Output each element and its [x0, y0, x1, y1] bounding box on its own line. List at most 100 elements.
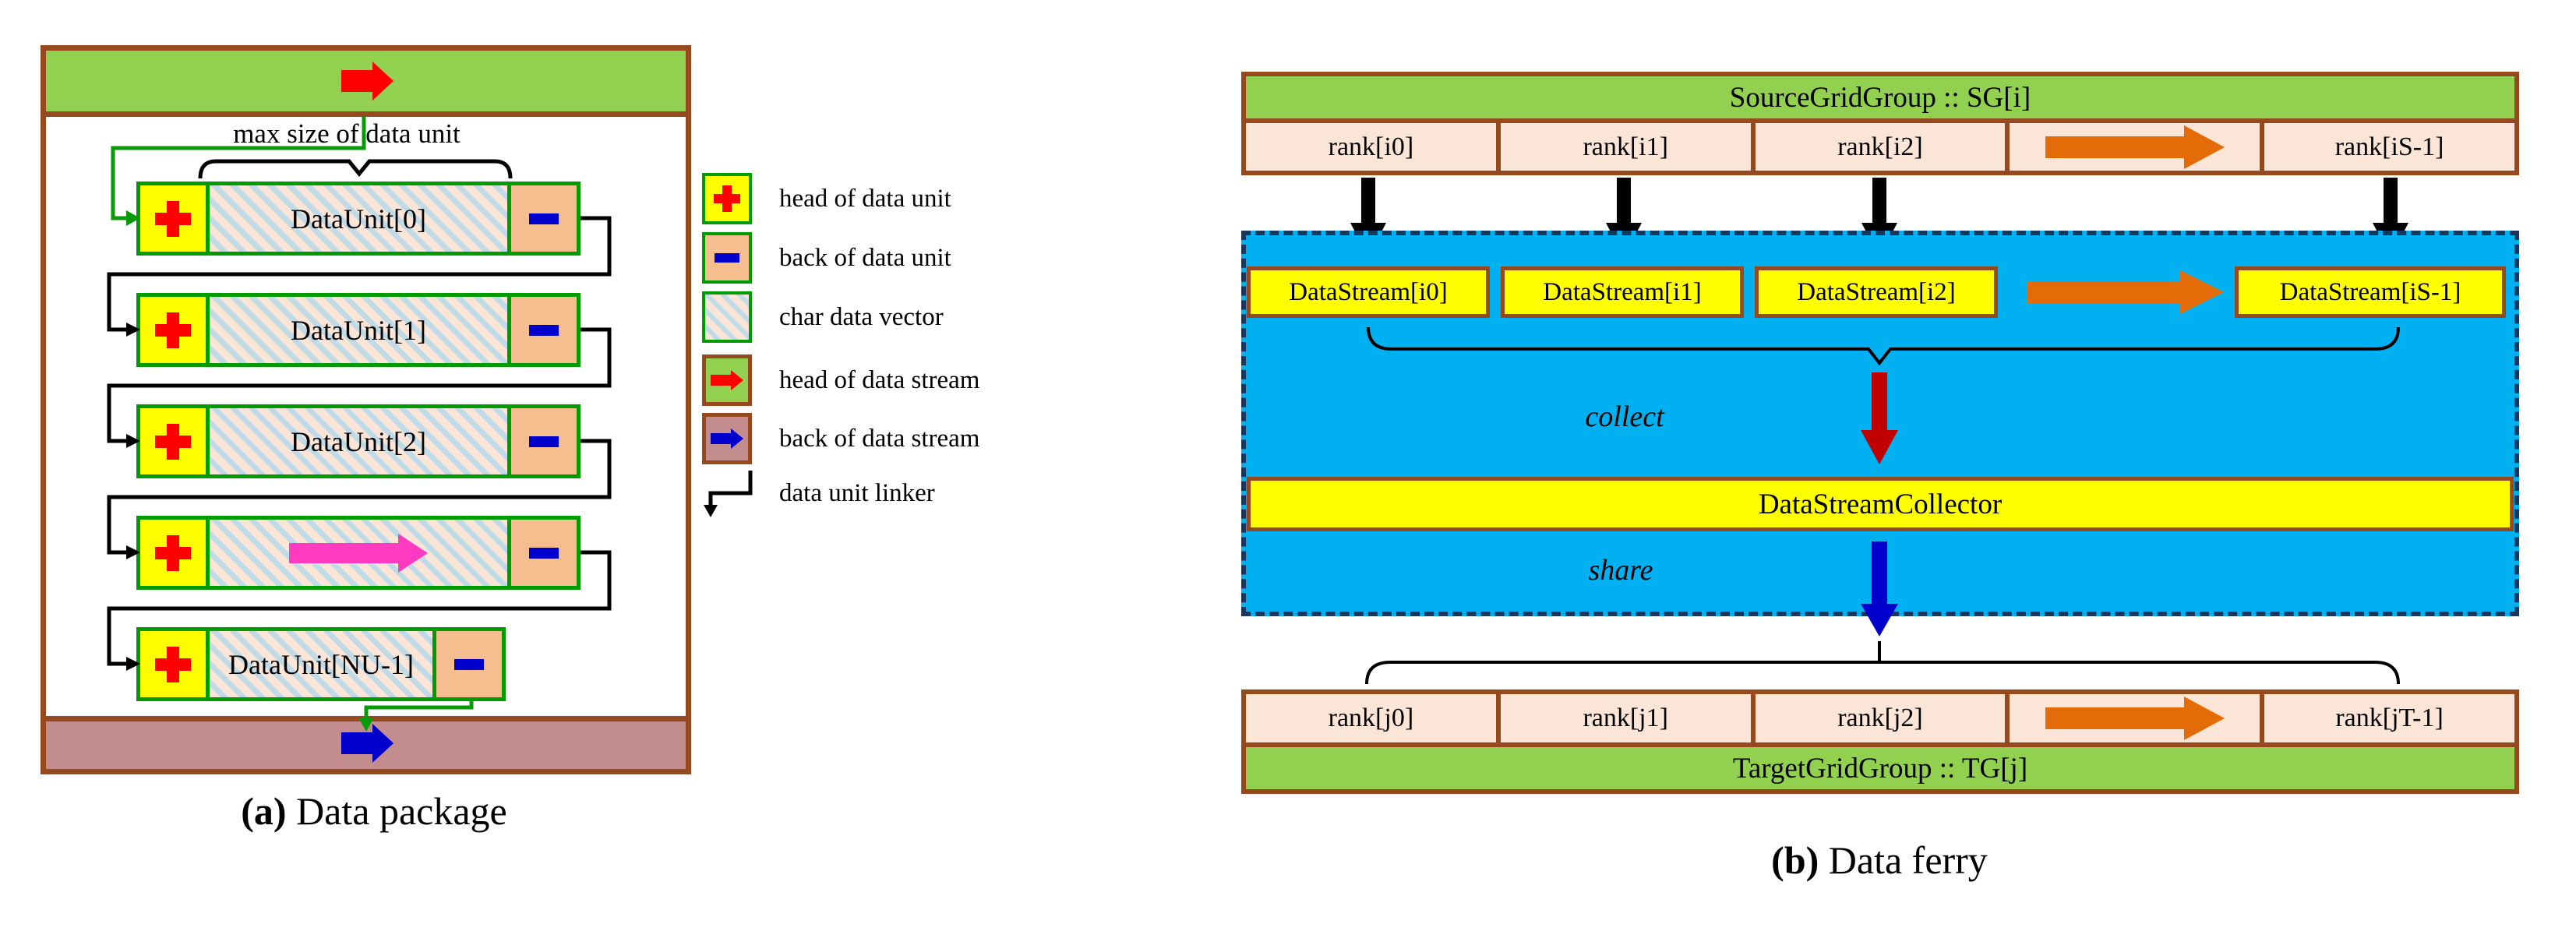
rank-label: rank[iS-1]	[2334, 132, 2444, 161]
plus-icon	[155, 200, 191, 237]
orange-ellipsis-arrow-icon	[2027, 270, 2224, 314]
plus-icon	[155, 423, 191, 460]
share-brace	[1365, 641, 2400, 685]
char-data-vector: DataUnit[NU-1]	[210, 631, 432, 697]
unit-head-cell	[140, 408, 210, 474]
orange-ellipsis-arrow-icon	[2045, 696, 2225, 740]
unit-label: DataUnit[NU-1]	[228, 648, 414, 680]
legend-back-of-stream-swatch	[702, 413, 752, 464]
legend-label: data unit linker	[779, 479, 935, 507]
rank-cell: rank[j2]	[1756, 694, 2010, 742]
unit-head-cell	[140, 631, 210, 697]
datastream-box: DataStream[i1]	[1501, 266, 1744, 318]
datastream-collector-bar: DataStreamCollector	[1247, 477, 2514, 531]
rank-label: rank[i1]	[1583, 132, 1668, 161]
rank-ellipsis-cell	[2010, 694, 2265, 742]
max-size-label: max size of data unit	[233, 118, 461, 149]
target-grid-group-bar: TargetGridGroup :: TG[j]	[1246, 747, 2514, 789]
unit-head-cell	[140, 185, 210, 252]
rank-cell: rank[jT-1]	[2264, 694, 2514, 742]
unit-back-cell	[507, 408, 577, 474]
head-of-stream-arrow-icon	[341, 62, 393, 101]
datastream-box: DataStream[i2]	[1755, 266, 1998, 318]
char-data-vector: DataUnit[2]	[210, 408, 507, 474]
unit-label: DataUnit[1]	[291, 314, 426, 346]
unit-back-cell	[432, 631, 502, 697]
unit-label: DataUnit[0]	[291, 203, 426, 235]
caption-a-text: Data package	[296, 789, 507, 833]
target-grid-block: rank[j0] rank[j1] rank[j2] rank[jT-1] Ta…	[1241, 689, 2519, 794]
collect-arrow-icon	[1861, 372, 1898, 464]
legend-label: head of data unit	[779, 185, 951, 213]
minus-icon	[454, 658, 484, 670]
datastream-label: DataStream[i2]	[1797, 277, 1956, 306]
data-unit-row-3	[136, 516, 580, 590]
rank-label: rank[jT-1]	[2335, 704, 2444, 732]
legend-back-of-unit-swatch	[702, 232, 752, 284]
data-unit-row-2: DataUnit[2]	[136, 404, 580, 478]
minus-icon	[715, 253, 739, 263]
rank-cell: rank[iS-1]	[2264, 123, 2514, 171]
caption-a-tag: (a)	[241, 789, 287, 833]
rank-cell: rank[j1]	[1501, 694, 1756, 742]
datastream-label: DataStream[iS-1]	[2279, 277, 2461, 306]
plus-icon	[714, 185, 740, 212]
source-grid-group-title: SourceGridGroup :: SG[i]	[1729, 81, 2031, 114]
rank-label: rank[j0]	[1328, 704, 1414, 732]
legend-linker-glyph	[708, 471, 753, 505]
target-grid-group-title: TargetGridGroup :: TG[j]	[1732, 752, 2028, 785]
rank-label: rank[i2]	[1837, 132, 1923, 161]
source-rank-row: rank[i0] rank[i1] rank[i2] rank[iS-1]	[1241, 118, 2519, 175]
caption-a: (a) Data package	[140, 788, 608, 834]
plus-icon	[155, 534, 191, 571]
datastream-collector-label: DataStreamCollector	[1758, 488, 2003, 520]
char-data-vector	[210, 520, 507, 586]
back-of-stream-arrow-icon	[341, 724, 393, 763]
datastream-label: DataStream[i1]	[1543, 277, 1702, 306]
rank-cell: rank[i2]	[1756, 123, 2010, 171]
legend-label: back of data unit	[779, 244, 951, 272]
caption-b-text: Data ferry	[1828, 838, 1988, 882]
data-unit-row-1: DataUnit[1]	[136, 293, 580, 367]
legend-head-of-unit-swatch	[702, 173, 752, 224]
unit-head-cell	[140, 297, 210, 363]
orange-ellipsis-arrow-icon	[2045, 125, 2225, 169]
linker-arrowhead-icon	[704, 505, 718, 517]
datastream-label: DataStream[i0]	[1289, 277, 1448, 306]
plus-icon	[155, 312, 191, 348]
char-data-vector: DataUnit[1]	[210, 297, 507, 363]
caption-b: (b) Data ferry	[1646, 838, 2113, 883]
rank-label: rank[i0]	[1328, 132, 1414, 161]
unit-back-cell	[507, 520, 577, 586]
legend-head-of-stream-swatch	[702, 354, 752, 406]
minus-icon	[529, 213, 559, 224]
unit-label: DataUnit[2]	[291, 425, 426, 457]
source-grid-group-bar: SourceGridGroup :: SG[i]	[1241, 72, 2519, 123]
minus-icon	[529, 324, 559, 336]
legend-label: char data vector	[779, 303, 944, 331]
rank-label: rank[j1]	[1583, 704, 1668, 732]
blue-arrow-icon	[711, 428, 743, 449]
legend-label: head of data stream	[779, 366, 980, 394]
target-rank-row: rank[j0] rank[j1] rank[j2] rank[jT-1]	[1246, 694, 2514, 747]
data-fill-arrow-icon	[289, 533, 428, 573]
unit-back-cell	[507, 185, 577, 252]
unit-back-cell	[507, 297, 577, 363]
datastream-box: DataStream[iS-1]	[2235, 266, 2506, 318]
char-data-vector: DataUnit[0]	[210, 185, 507, 252]
caption-b-tag: (b)	[1771, 838, 1819, 882]
rank-label: rank[j2]	[1837, 704, 1923, 732]
rank-cell: rank[i0]	[1246, 123, 1501, 171]
unit-head-cell	[140, 520, 210, 586]
collect-label: collect	[1585, 400, 1664, 433]
datastream-box: DataStream[i0]	[1247, 266, 1490, 318]
data-unit-row-last: DataUnit[NU-1]	[136, 627, 506, 701]
legend-char-vector-swatch	[702, 291, 752, 343]
legend-label: back of data stream	[779, 425, 980, 453]
red-arrow-icon	[711, 370, 743, 390]
data-unit-row-0: DataUnit[0]	[136, 182, 580, 256]
minus-icon	[529, 436, 559, 447]
plus-icon	[155, 646, 191, 682]
share-arrow-icon	[1861, 541, 1898, 637]
